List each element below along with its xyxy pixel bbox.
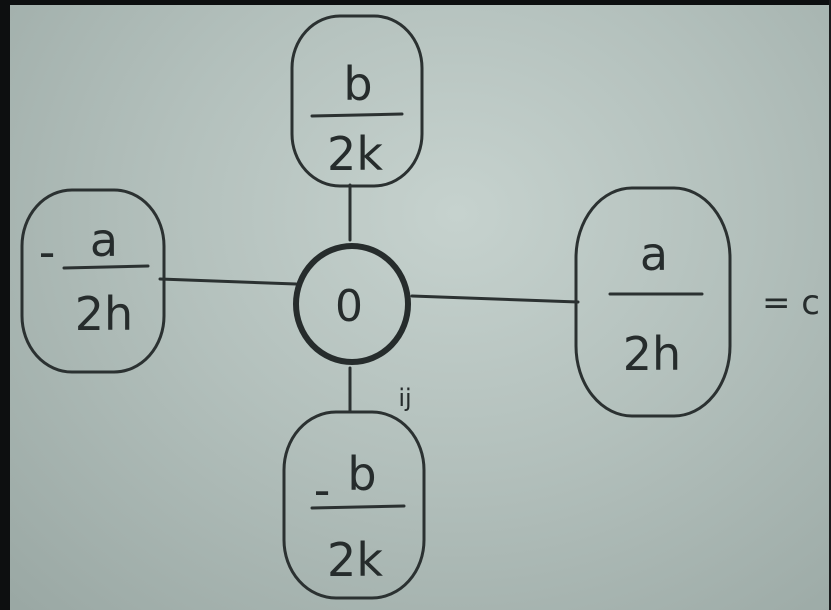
node-top-outline bbox=[290, 14, 424, 188]
node-center-label: 0 bbox=[335, 281, 363, 332]
node-center-index: ij bbox=[398, 384, 411, 412]
node-top-numerator: b bbox=[343, 57, 372, 111]
photo-edge-right bbox=[829, 0, 831, 610]
node-left-denominator: 2h bbox=[75, 287, 133, 341]
equals-label: = c bbox=[762, 283, 820, 323]
node-bottom-numerator: b bbox=[347, 447, 376, 501]
node-top-fraction-bar bbox=[310, 112, 404, 118]
edge-left bbox=[158, 277, 298, 286]
node-left-numerator: a bbox=[90, 213, 118, 267]
node-bottom-outline bbox=[282, 410, 426, 600]
node-center-outline bbox=[293, 243, 411, 365]
photo-edge-left bbox=[0, 0, 10, 610]
node-bottom-sign: - bbox=[314, 463, 331, 517]
node-center: 0 ij bbox=[293, 243, 412, 412]
node-left-sign: - bbox=[39, 225, 56, 279]
node-bottom-fraction-bar bbox=[310, 504, 406, 510]
node-top-denominator: 2k bbox=[327, 127, 383, 181]
node-right: a 2h bbox=[574, 186, 732, 418]
edge-right bbox=[410, 294, 580, 304]
node-bottom: - b 2k bbox=[282, 410, 426, 600]
node-top: b 2k bbox=[290, 14, 424, 188]
node-left: - a 2h bbox=[20, 188, 166, 374]
node-right-denominator: 2h bbox=[623, 327, 681, 381]
photo-edge-top bbox=[0, 0, 831, 5]
node-left-fraction-bar bbox=[62, 264, 150, 270]
node-right-outline bbox=[574, 186, 732, 418]
node-left-outline bbox=[20, 188, 166, 374]
node-right-numerator: a bbox=[640, 227, 668, 281]
node-bottom-denominator: 2k bbox=[327, 533, 383, 587]
